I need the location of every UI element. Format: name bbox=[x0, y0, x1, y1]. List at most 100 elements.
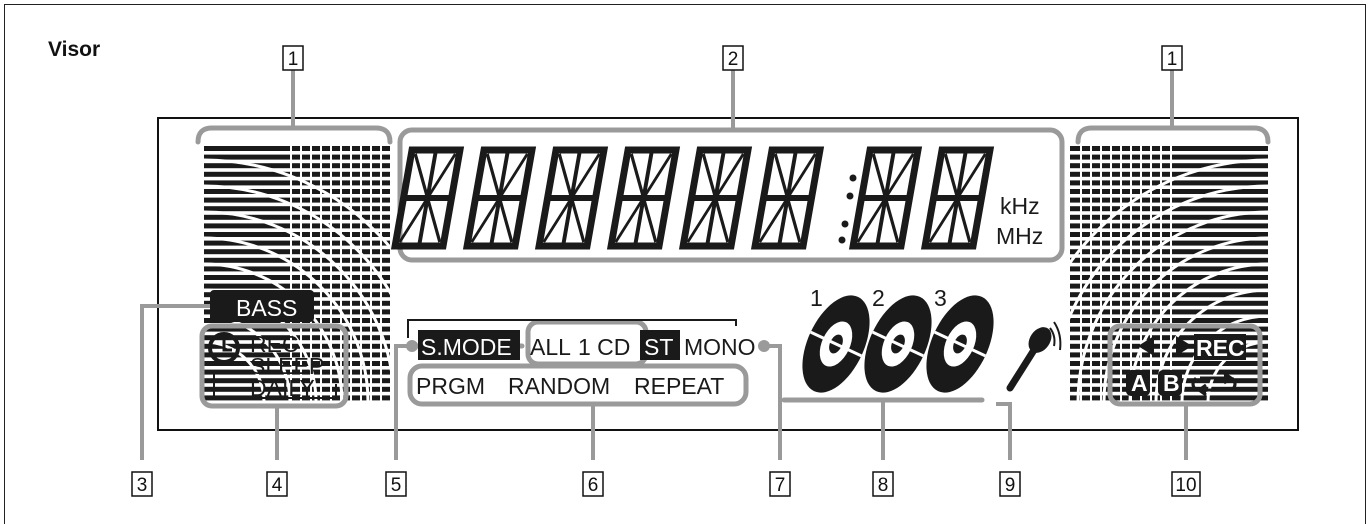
callout-box-7 bbox=[769, 471, 791, 497]
meter-bar bbox=[1070, 232, 1268, 237]
callout-number: 2 bbox=[728, 49, 739, 70]
stereo-indicator: ST bbox=[644, 334, 673, 360]
repeat-indicator: REPEAT bbox=[634, 373, 724, 399]
repeat-icon bbox=[1191, 371, 1237, 397]
random-indicator: RANDOM bbox=[508, 373, 610, 399]
khz-label: kHz bbox=[1000, 193, 1040, 219]
digit-cell bbox=[920, 146, 995, 250]
meter-bar bbox=[204, 266, 390, 272]
meter-bar bbox=[1070, 326, 1268, 332]
meter-bar bbox=[1070, 318, 1268, 323]
meter-bar bbox=[1070, 171, 1268, 177]
callout-number: 8 bbox=[878, 475, 889, 496]
meter-bar bbox=[1070, 146, 1268, 151]
callout-box-3 bbox=[131, 471, 153, 497]
microphone-icon bbox=[1006, 321, 1062, 392]
meter-bar bbox=[204, 232, 390, 237]
callout-number: 9 bbox=[1005, 475, 1016, 496]
callout-box-4 bbox=[266, 471, 288, 497]
digit-cell bbox=[848, 146, 923, 250]
deck-rec: REC bbox=[1196, 335, 1245, 361]
meter-bar bbox=[204, 257, 390, 263]
bracket-4-timer bbox=[199, 323, 349, 409]
one-cd-indicator: 1 CD bbox=[578, 334, 630, 360]
deck-arrows-icon bbox=[1138, 336, 1192, 356]
digit-cell bbox=[534, 146, 609, 250]
meter-bar bbox=[1070, 240, 1268, 246]
callout-box-9 bbox=[999, 471, 1021, 497]
main-character-display bbox=[390, 146, 995, 250]
callout-number: 1 bbox=[288, 49, 299, 70]
meter-bar bbox=[204, 206, 390, 212]
smode-indicator: S.MODE bbox=[421, 334, 512, 360]
bass-indicator: BASS bbox=[236, 295, 297, 321]
clock-icon bbox=[208, 332, 240, 364]
meter-bar bbox=[1070, 266, 1268, 272]
callout-number: 5 bbox=[391, 475, 402, 496]
bracket-1-left bbox=[195, 125, 393, 145]
figure-frame bbox=[4, 4, 1366, 524]
digit-cell bbox=[750, 146, 825, 250]
bass-indicator-bg bbox=[210, 290, 314, 322]
meter-bar bbox=[1070, 395, 1268, 401]
meter-bar bbox=[204, 378, 390, 384]
meter-bar bbox=[1070, 154, 1268, 160]
meter-bar bbox=[204, 283, 390, 289]
meter-bar bbox=[204, 352, 390, 358]
meter-bar bbox=[204, 189, 390, 194]
meter-bar bbox=[1070, 197, 1268, 203]
meter-bar bbox=[204, 240, 390, 246]
meter-bar bbox=[1070, 283, 1268, 289]
meter-bar bbox=[1070, 335, 1268, 341]
callout-box-8 bbox=[872, 471, 894, 497]
timer-rec: REC bbox=[250, 331, 299, 357]
meter-bar bbox=[1070, 163, 1268, 169]
digit-cell bbox=[678, 146, 753, 250]
digit-cell bbox=[462, 146, 537, 250]
meter-bar bbox=[1070, 180, 1268, 186]
disc-indicators bbox=[802, 295, 994, 393]
callout-number: 10 bbox=[1175, 475, 1196, 496]
meter-bar bbox=[204, 275, 390, 280]
callout-number: 3 bbox=[137, 475, 148, 496]
all-indicator: ALL bbox=[530, 334, 571, 360]
disc-icon bbox=[926, 295, 994, 393]
meter-bar bbox=[204, 180, 390, 186]
meter-bar bbox=[1070, 309, 1268, 315]
meter-bar bbox=[1070, 189, 1268, 194]
meter-bar bbox=[1070, 352, 1268, 358]
disc-2-number: 2 bbox=[872, 285, 885, 311]
meter-bar bbox=[204, 249, 390, 255]
digit-cell bbox=[390, 146, 465, 250]
callout-box-5 bbox=[385, 471, 407, 497]
meter-bar bbox=[1070, 292, 1268, 298]
mhz-label: MHz bbox=[996, 223, 1043, 249]
callout-box-1 bbox=[282, 45, 304, 71]
meter-bar bbox=[204, 197, 390, 203]
meter-bar bbox=[204, 146, 390, 151]
disc-1-number: 1 bbox=[810, 285, 823, 311]
meter-bar bbox=[204, 369, 390, 375]
mono-indicator: MONO bbox=[684, 334, 756, 360]
meter-bar bbox=[1070, 249, 1268, 255]
callout-number: 7 bbox=[775, 475, 786, 496]
prgm-indicator: PRGM bbox=[416, 373, 485, 399]
callout-number: 1 bbox=[1167, 49, 1178, 70]
callout-box-10 bbox=[1171, 471, 1201, 497]
meter-bar bbox=[204, 154, 390, 160]
deck-b: B bbox=[1163, 370, 1180, 396]
disc-icon bbox=[802, 295, 870, 393]
meter-bar bbox=[1070, 361, 1268, 366]
meter-bar bbox=[1070, 214, 1268, 220]
callout-number: 6 bbox=[588, 475, 599, 496]
meter-bar bbox=[1070, 223, 1268, 229]
meter-bar bbox=[1070, 275, 1268, 280]
timer-sleep: SLEEP bbox=[250, 353, 324, 379]
meter-bar bbox=[1070, 257, 1268, 263]
deck-a: A bbox=[1131, 370, 1148, 396]
meter-bar bbox=[1070, 300, 1268, 306]
callout-box-2 bbox=[722, 45, 744, 71]
bracket-6-play bbox=[407, 363, 749, 407]
callout-number: 4 bbox=[272, 475, 283, 496]
